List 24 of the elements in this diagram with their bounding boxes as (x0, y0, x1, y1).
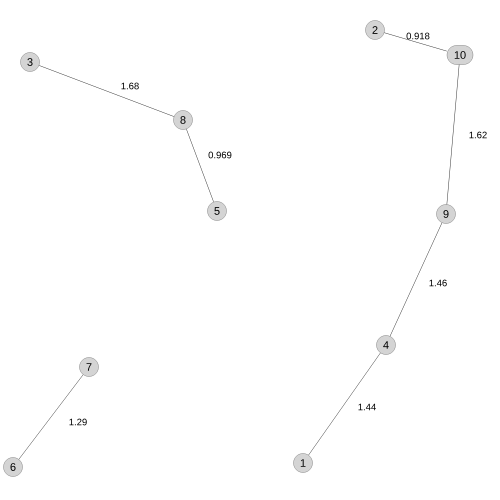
edge-label: 1.29 (70, 418, 87, 426)
edge-line (308, 352, 381, 456)
graph-node: 2 (365, 20, 385, 40)
edge-label: 0.969 (208, 152, 232, 158)
edge-line (390, 222, 442, 336)
graph-node: 5 (207, 201, 227, 221)
graph-node: 6 (3, 457, 23, 477)
edge-line (38, 65, 174, 117)
graph-node: 1 (293, 453, 313, 473)
edge-line (384, 32, 447, 52)
graph-node: 4 (376, 335, 396, 355)
edge-label: 0.918 (406, 32, 430, 40)
graph-node: 9 (436, 204, 456, 224)
edge-line (186, 128, 214, 202)
graph-node: 10 (446, 45, 474, 65)
edge-line (18, 374, 84, 460)
graph-node: 8 (173, 110, 193, 130)
graph-node: 7 (79, 357, 99, 377)
edge-label: 1.46 (430, 280, 447, 286)
edge-label: 1.44 (358, 404, 376, 410)
graph-node: 3 (20, 52, 40, 72)
edge-line (446, 64, 460, 205)
edge-label: 1.62 (470, 132, 487, 138)
edge-label: 1.68 (122, 82, 139, 90)
